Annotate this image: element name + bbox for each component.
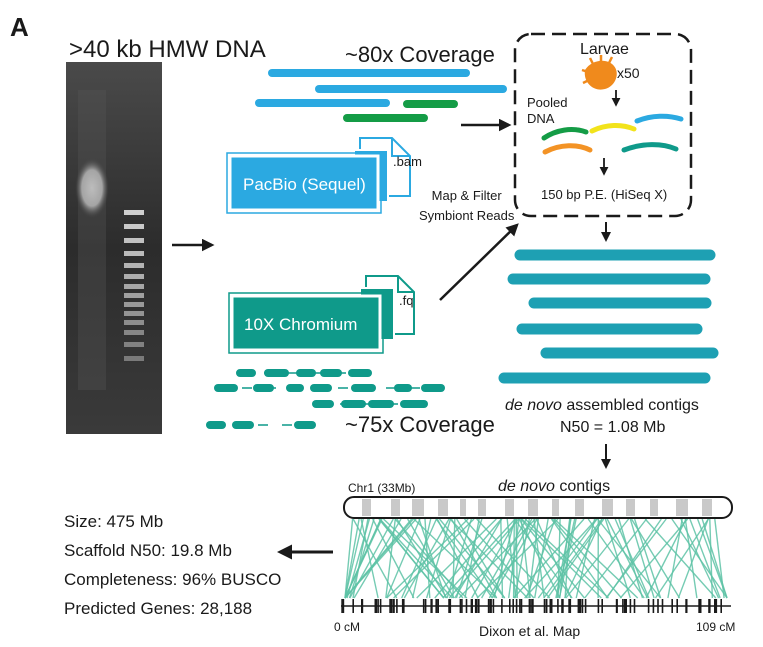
gel-image <box>66 62 162 434</box>
pooled-dna-label: Pooled DNA <box>527 95 567 127</box>
gel-title: >40 kb HMW DNA <box>69 38 266 62</box>
tenx-platform-label: 10X Chromium <box>244 316 357 333</box>
stat-predicted-genes: Predicted Genes: 28,188 <box>64 600 252 617</box>
chromosome-bar <box>344 497 732 518</box>
synteny-contigs-label: de novo contigs <box>498 479 610 495</box>
larva-icon <box>582 55 617 90</box>
genetic-map-markers <box>341 599 731 613</box>
fq-file-label: .fq <box>399 294 413 307</box>
tenx-coverage-label: ~75x Coverage <box>345 414 495 436</box>
synteny-lines <box>345 519 727 598</box>
contig-n50-label: N50 = 1.08 Mb <box>560 420 665 436</box>
chromosome-label: Chr1 (33Mb) <box>348 482 415 494</box>
stat-scaffold-n50: Scaffold N50: 19.8 Mb <box>64 542 232 559</box>
larvae-label: Larvae <box>580 42 629 58</box>
pacbio-platform-label: PacBio (Sequel) <box>243 176 366 193</box>
map-end-label: 109 cM <box>696 621 735 633</box>
panel-label: A <box>10 14 29 40</box>
sequencing-label: 150 bp P.E. (HiSeq X) <box>541 188 667 201</box>
stat-size: Size: 475 Mb <box>64 513 163 530</box>
larvae-count-label: x50 <box>617 66 640 80</box>
stat-completeness: Completeness: 96% BUSCO <box>64 571 281 588</box>
map-source-label: Dixon et al. Map <box>479 624 580 638</box>
bam-file-label: .bam <box>393 155 422 168</box>
tenx-to-filter-arrow <box>440 225 517 300</box>
assembled-contigs <box>504 255 713 378</box>
pacbio-coverage-label: ~80x Coverage <box>345 44 495 66</box>
map-start-label: 0 cM <box>334 621 360 633</box>
filter-step-label: Map & Filter Symbiont Reads <box>419 186 514 226</box>
pacbio-reads <box>259 73 503 118</box>
assembled-contigs-label: de novo assembled contigs <box>505 398 699 414</box>
